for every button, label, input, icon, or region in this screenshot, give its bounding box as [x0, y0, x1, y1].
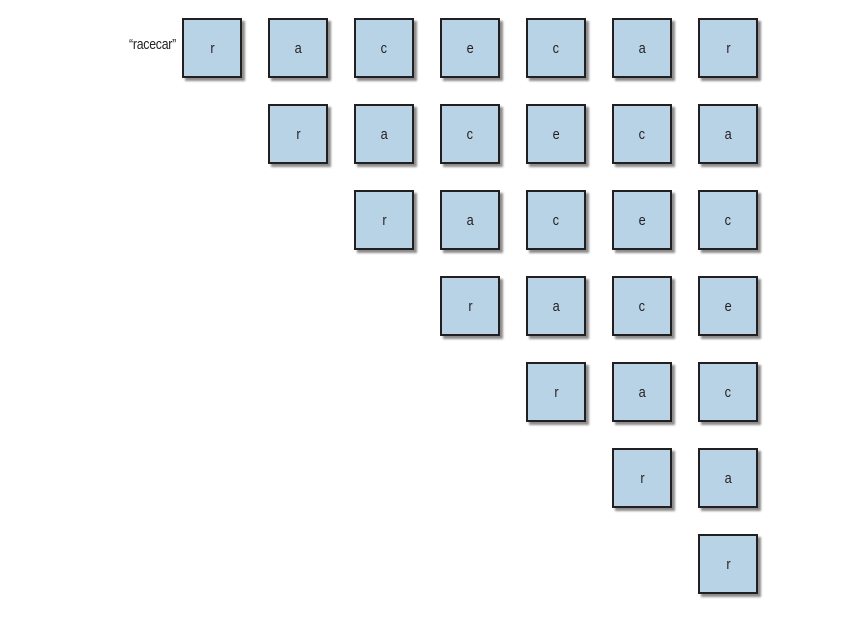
letter: a — [724, 125, 732, 143]
letter: c — [552, 211, 560, 229]
letter: c — [724, 211, 732, 229]
letter-box: c — [526, 18, 586, 78]
letter-box: c — [612, 104, 672, 164]
letter: r — [553, 383, 559, 401]
letter: a — [294, 39, 302, 57]
letter-box: c — [612, 276, 672, 336]
string-label: “racecar” — [129, 36, 176, 53]
letter-box: r — [698, 18, 758, 78]
letter-box: e — [612, 190, 672, 250]
letter-box: c — [440, 104, 500, 164]
letter-box: a — [612, 362, 672, 422]
letter: r — [295, 125, 301, 143]
letter: e — [724, 297, 732, 315]
letter: r — [467, 297, 473, 315]
letter-box: c — [698, 362, 758, 422]
letter-box: a — [526, 276, 586, 336]
letter: c — [552, 39, 560, 57]
letter: r — [639, 469, 645, 487]
letter-box: r — [440, 276, 500, 336]
letter-box: e — [698, 276, 758, 336]
letter: r — [381, 211, 387, 229]
letter: r — [725, 39, 731, 57]
letter-box: a — [698, 104, 758, 164]
letter-box: e — [526, 104, 586, 164]
letter: e — [638, 211, 646, 229]
letter-box: r — [354, 190, 414, 250]
letter: a — [380, 125, 388, 143]
letter: c — [380, 39, 388, 57]
letter: a — [552, 297, 560, 315]
letter: a — [638, 39, 646, 57]
letter: c — [638, 125, 646, 143]
letter-box: r — [268, 104, 328, 164]
letter: r — [725, 555, 731, 573]
letter-box: a — [354, 104, 414, 164]
letter-box: r — [526, 362, 586, 422]
letter: a — [638, 383, 646, 401]
letter-box: r — [182, 18, 242, 78]
letter: e — [466, 39, 474, 57]
letter: a — [466, 211, 474, 229]
letter-box: a — [268, 18, 328, 78]
letter-box: a — [698, 448, 758, 508]
letter: a — [724, 469, 732, 487]
letter-box: e — [440, 18, 500, 78]
letter: c — [638, 297, 646, 315]
letter: c — [466, 125, 474, 143]
letter-box: c — [526, 190, 586, 250]
letter-box: r — [612, 448, 672, 508]
letter-box: a — [612, 18, 672, 78]
letter: c — [724, 383, 732, 401]
letter: e — [552, 125, 560, 143]
letter: r — [209, 39, 215, 57]
letter-box: a — [440, 190, 500, 250]
letter-box: r — [698, 534, 758, 594]
letter-box: c — [698, 190, 758, 250]
letter-box: c — [354, 18, 414, 78]
